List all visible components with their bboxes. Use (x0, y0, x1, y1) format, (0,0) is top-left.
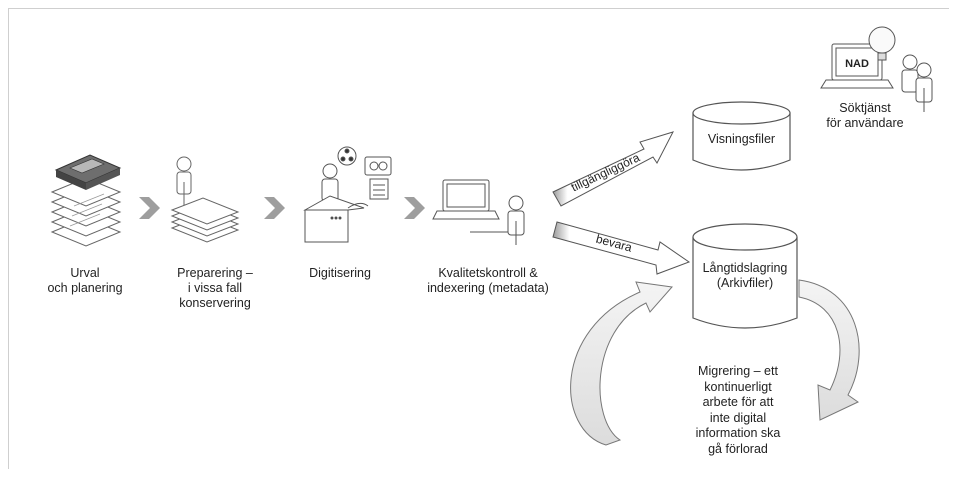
langtidslagring-database-icon (692, 223, 798, 329)
chevron-right-icon (404, 197, 425, 219)
soktjanst-label: Söktjänst för användare (826, 101, 904, 130)
person-with-papers-icon (170, 156, 240, 243)
laptop-with-person-icon (432, 179, 525, 245)
step-label-digitisering: Digitisering (309, 266, 371, 280)
tillgangliggora-arrow (552, 131, 674, 207)
lightbulb-icon (868, 26, 896, 54)
diagram-frame (8, 8, 949, 469)
digitisation-icon (303, 146, 392, 243)
visningsfiler-database-icon (692, 101, 791, 171)
tillgangliggora-label: tillgängliggöra (569, 150, 642, 194)
chevron-right-icon (139, 197, 160, 219)
migration-label: Migrering – ett kontinuerligt arbete för… (695, 364, 781, 456)
migration-cycle-arrows (570, 279, 860, 446)
paper-stack-tape-icon (50, 154, 122, 247)
users-icon (901, 54, 933, 112)
cycle-arrow-up (570, 281, 673, 446)
langtidslagring-label: Långtidslagring (Arkivfiler) (702, 261, 788, 290)
step-label-urval: Urval och planering (47, 266, 123, 295)
nad-label: NAD (845, 58, 869, 70)
cycle-arrow-down (798, 279, 860, 421)
bevara-arrow (552, 221, 691, 275)
visningsfiler-label: Visningsfiler (707, 132, 776, 146)
process-chevrons (139, 197, 425, 219)
nad-search-service-icon (820, 26, 933, 112)
step-label-kvalitetskontroll: Kvalitetskontroll & indexering (metadata… (427, 266, 549, 295)
chevron-right-icon (264, 197, 285, 219)
step-label-preparering: Preparering – i vissa fall konservering (177, 266, 253, 310)
